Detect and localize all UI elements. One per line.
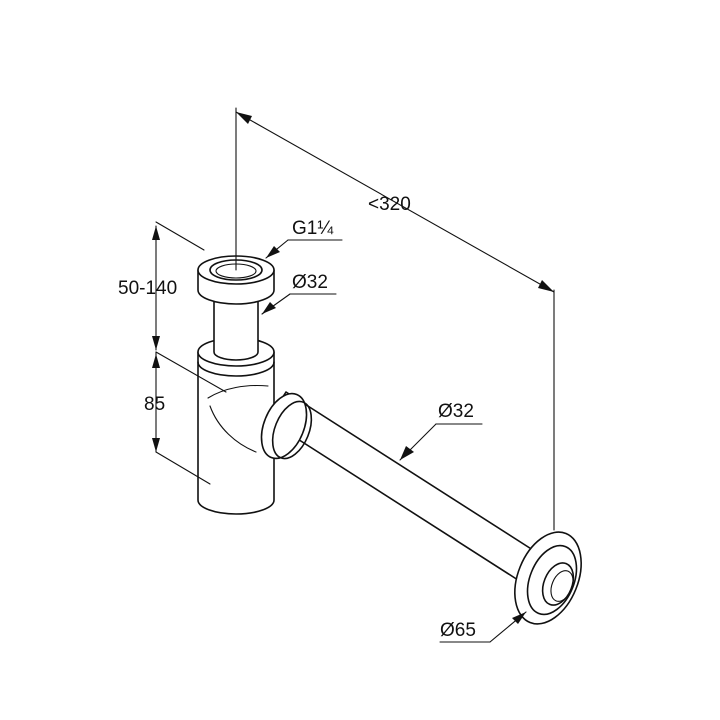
trap-height-dimension: 85 [144,351,227,485]
flange-diameter-leader: Ø65 [439,611,527,643]
thread-nut [197,255,275,305]
inlet-tube [213,299,259,361]
inlet-diameter-leader: Ø32 [261,272,337,315]
pipe-diameter-label: Ø32 [438,401,474,422]
length-label: <320 [368,194,411,215]
outlet-coupling [260,392,313,460]
pipe-diameter-leader: Ø32 [399,401,483,461]
outlet-pipe [267,391,537,581]
flange-diameter-label: Ø65 [440,620,476,641]
height-range-dimension: 50-140 [118,221,205,351]
thread-leader: G1¼ [265,218,343,259]
wall-flange [514,531,582,625]
height-range-label: 50-140 [118,278,177,299]
trap-height-label: 85 [144,394,165,415]
length-dimension: <320 [235,107,555,531]
inlet-diameter-label: Ø32 [292,272,328,293]
thread-label: G1¼ [292,218,334,239]
